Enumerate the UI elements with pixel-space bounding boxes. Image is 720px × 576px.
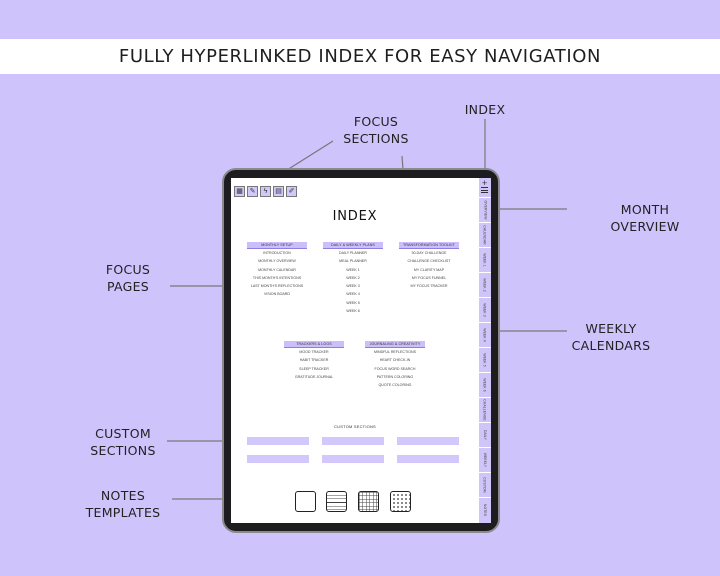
edit-icon[interactable]: ✎ [247,186,258,197]
section-monthly-setup: MONTHLY SETUP INTRODUCTION MONTHLY OVERV… [247,242,307,299]
index-link[interactable]: WEEK 1 [346,267,360,272]
tablet-screen: ▦ ✎ ϟ ▤ ✐ + OVERVIEW CALENDAR WEEK 1 WEE… [231,178,491,523]
tab-list: OVERVIEW CALENDAR WEEK 1 WEEK 2 WEEK 3 W… [479,197,491,523]
index-link[interactable]: MINDFUL REFLECTIONS [374,350,416,354]
callout-focus-sections: FOCUS SECTIONS [343,114,409,146]
index-link[interactable]: MOOD TRACKER [299,350,329,354]
index-link[interactable]: PATTERN COLORING [376,374,414,379]
custom-section-slot[interactable] [322,437,384,445]
tab-weekly[interactable]: WEEKLY [479,447,491,472]
index-link[interactable]: INTRODUCTION [263,251,291,255]
index-link[interactable]: WEEK 2 [346,275,360,280]
index-link[interactable]: MY CLARITY MAP [413,267,445,272]
index-link[interactable]: HEART CHECK-IN [379,358,411,363]
index-link[interactable]: GRATITUDE JOURNAL [294,374,334,379]
section-heading[interactable]: JOURNALING & CREATIVITY [365,341,425,348]
custom-section-slot[interactable] [322,455,384,463]
header-banner: FULLY HYPERLINKED INDEX FOR EASY NAVIGAT… [0,39,720,74]
index-link[interactable]: HABIT TRACKER [299,358,329,363]
callout-focus-pages: FOCUS PAGES [105,262,151,294]
tab-overview[interactable]: OVERVIEW [479,197,491,222]
section-trackers-logs: TRACKERS & LOGS MOOD TRACKER HABIT TRACK… [284,341,344,381]
custom-sections-label: CUSTOM SECTIONS [334,424,376,429]
sidebar-top: + [479,178,491,197]
section-heading[interactable]: TRANSFORMATION TOOLKIT [399,242,459,249]
tab-challenge[interactable]: CHALLENGE [479,397,491,422]
callout-notes-templates: NOTES TEMPLATES [85,488,161,520]
index-link[interactable]: 30-DAY CHALLENGE [411,251,447,255]
index-link[interactable]: DAILY PLANNER [338,251,368,255]
dot-template[interactable] [390,491,411,512]
callout-weekly-calendars: WEEKLY CALENDARS [571,321,651,353]
index-link[interactable]: MY FOCUS TRACKER [410,284,448,289]
custom-section-slot[interactable] [397,437,459,445]
tab-custom[interactable]: CUSTOM [479,472,491,497]
index-link[interactable]: THIS MONTH'S INTENTIONS [252,275,302,280]
blank-template[interactable] [295,491,316,512]
tab-week-1[interactable]: WEEK 1 [479,247,491,272]
callout-month-overview: MONTH OVERVIEW [610,202,680,234]
custom-section-slot[interactable] [397,455,459,463]
bulb-icon[interactable]: ϟ [260,186,271,197]
index-link[interactable]: WEEK 6 [346,309,360,314]
index-link[interactable]: LAST MONTH'S REFLECTIONS [250,284,304,289]
section-heading[interactable]: DAILY & WEEKLY PLANS [323,242,383,249]
index-link[interactable]: SLEEP TRACKER [299,366,329,371]
tab-calendar[interactable]: CALENDAR [479,222,491,247]
callout-index: INDEX [464,102,506,117]
custom-section-slot[interactable] [247,455,309,463]
tab-week-6[interactable]: WEEK 6 [479,372,491,397]
tab-week-3[interactable]: WEEK 3 [479,297,491,322]
index-link[interactable]: MY FOCUS FUNNEL [411,275,447,280]
tab-daily[interactable]: DAILY [479,422,491,447]
index-link[interactable]: FOCUS WORD SEARCH [374,366,416,371]
section-heading[interactable]: TRACKERS & LOGS [284,341,344,348]
index-title: INDEX [332,209,378,224]
index-plus-icon[interactable]: + [482,178,488,188]
banner-title: FULLY HYPERLINKED INDEX FOR EASY NAVIGAT… [118,46,602,67]
focus-section-icons: ▦ ✎ ϟ ▤ ✐ [234,186,297,197]
index-link[interactable]: MEAL PLANNER [339,259,367,264]
index-link[interactable]: MONTHLY CALENDAR [258,267,296,272]
book-icon[interactable]: ▤ [273,186,284,197]
tab-week-5[interactable]: WEEK 5 [479,347,491,372]
callout-custom-sections: CUSTOM SECTIONS [90,426,156,458]
tab-notes[interactable]: NOTES [479,497,491,522]
section-daily-weekly: DAILY & WEEKLY PLANS DAILY PLANNER MEAL … [323,242,383,315]
index-link[interactable]: WEEK 5 [346,300,360,305]
section-transformation-toolkit: TRANSFORMATION TOOLKIT 30-DAY CHALLENGE … [399,242,459,290]
lined-template[interactable] [326,491,347,512]
index-link[interactable]: QUOTE COLORING [378,383,412,388]
pen-icon[interactable]: ✐ [286,186,297,197]
index-menu-icon[interactable] [481,187,488,193]
section-heading[interactable]: MONTHLY SETUP [247,242,307,249]
index-link[interactable]: WEEK 4 [346,292,360,297]
index-link[interactable]: VISION BOARD [264,292,290,297]
index-link[interactable]: WEEK 3 [346,284,360,289]
tab-week-2[interactable]: WEEK 2 [479,272,491,297]
calendar-icon[interactable]: ▦ [234,186,245,197]
custom-section-slot[interactable] [247,437,309,445]
index-link[interactable]: MONTHLY OVERVIEW [258,259,296,264]
section-journaling-creativity: JOURNALING & CREATIVITY MINDFUL REFLECTI… [365,341,425,389]
index-link[interactable]: CHALLENGE CHECKLIST [407,259,451,264]
tab-week-4[interactable]: WEEK 4 [479,322,491,347]
sidebar-tabs: + OVERVIEW CALENDAR WEEK 1 WEEK 2 WEEK 3… [479,178,491,523]
grid-template[interactable] [358,491,379,512]
